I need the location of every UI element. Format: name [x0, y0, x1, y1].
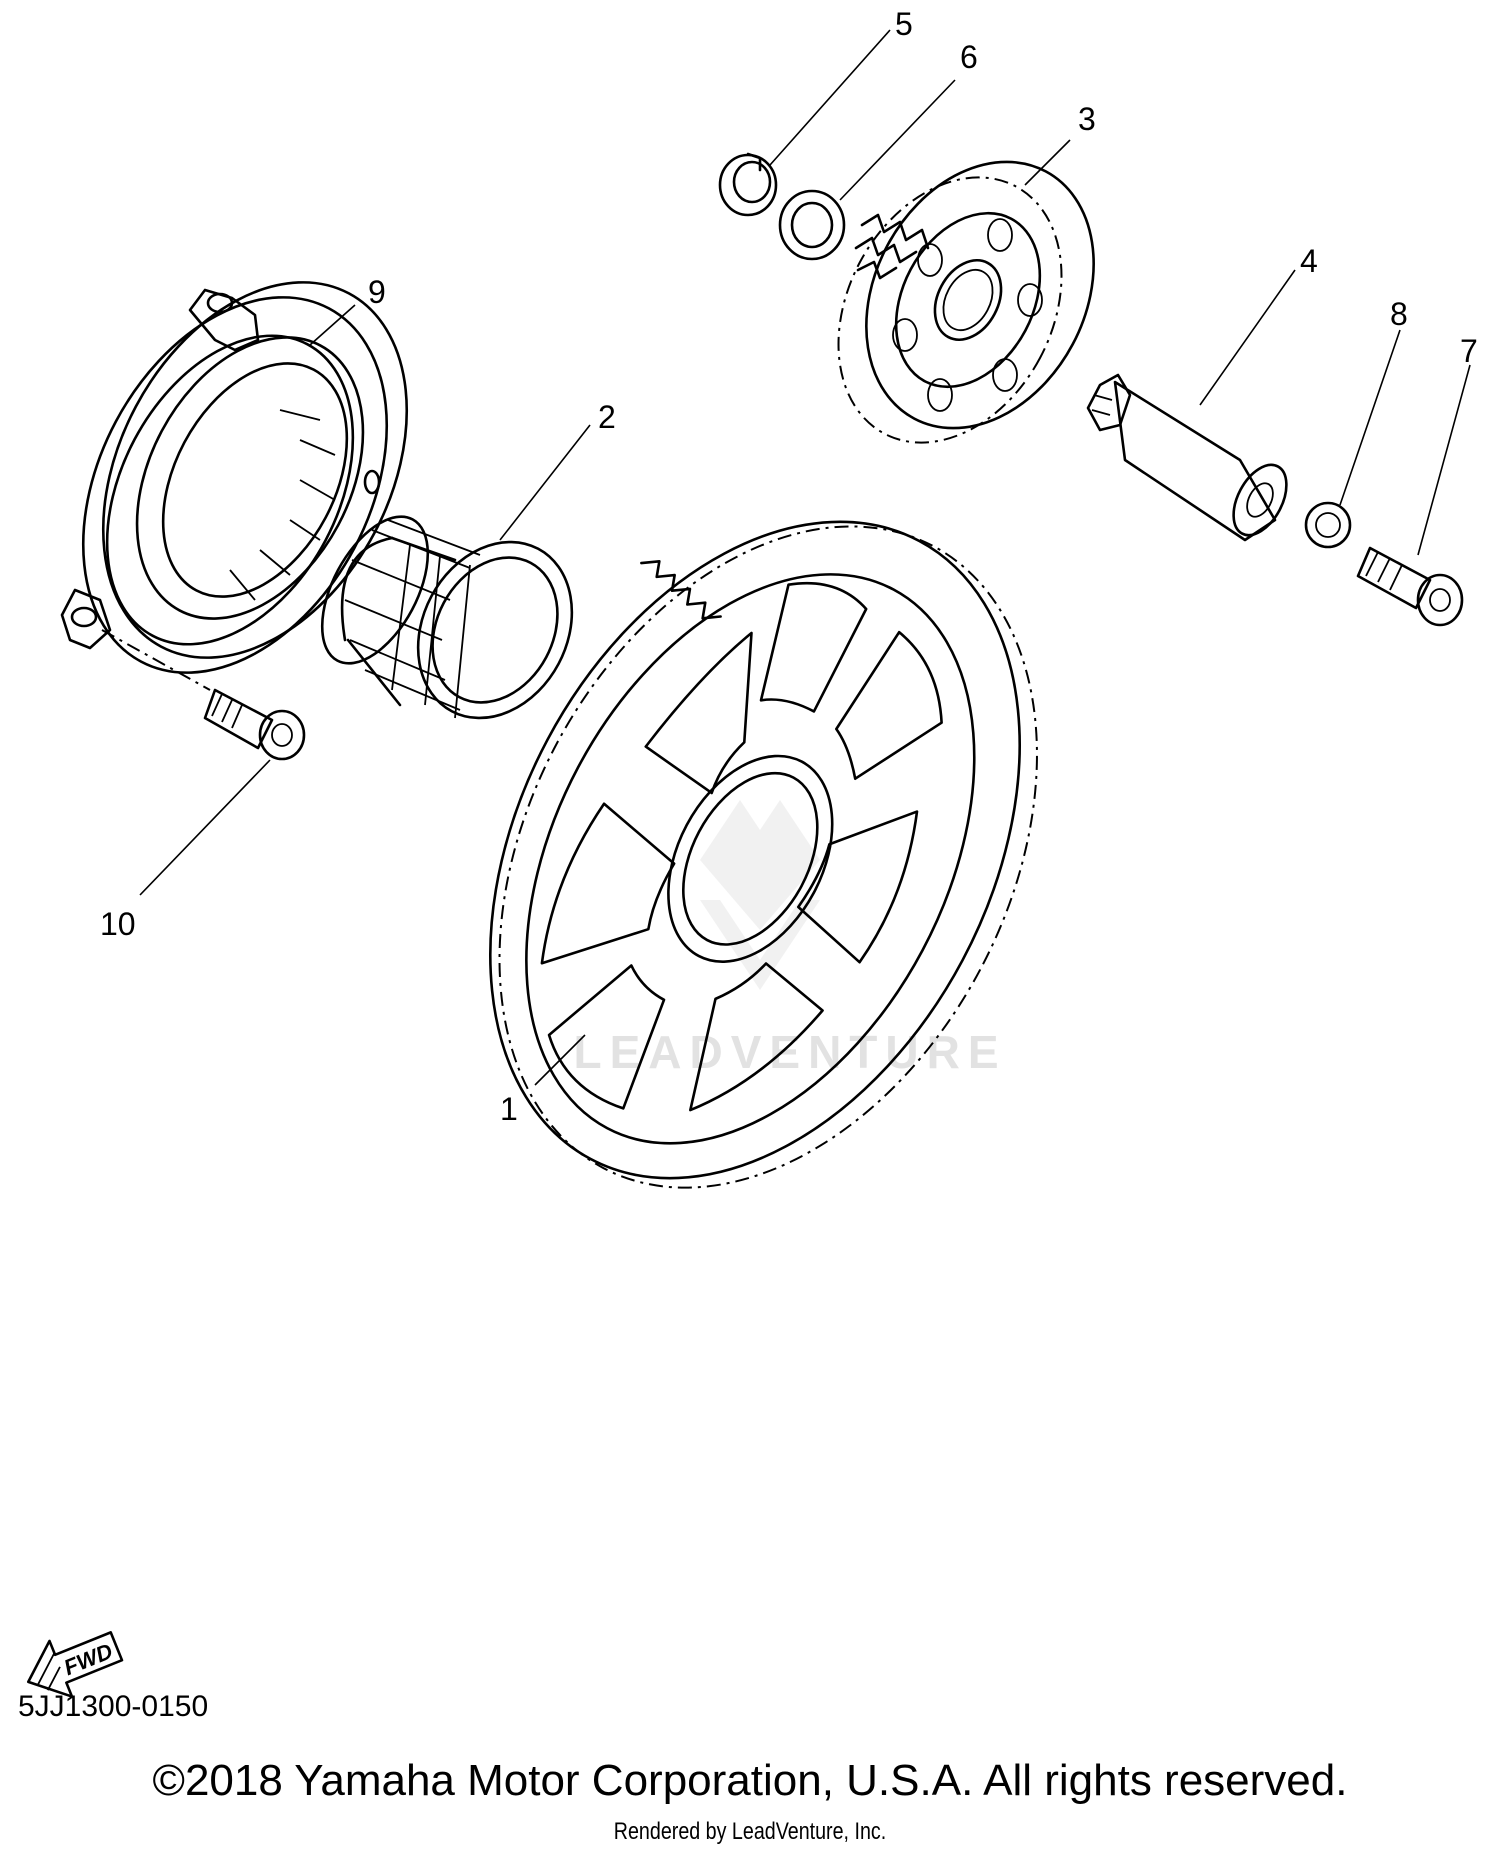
diagram-code: 5JJ1300-0150	[18, 1690, 209, 1723]
part-2-bearing-cage[interactable]	[300, 500, 601, 745]
callout-8[interactable]: 8	[1390, 296, 1408, 332]
part-6-washer[interactable]	[778, 189, 846, 261]
callout-4[interactable]: 4	[1300, 243, 1318, 279]
part-5-circlip[interactable]	[718, 152, 778, 217]
rendered-by-notice: Rendered by LeadVenture, Inc.	[613, 1818, 887, 1845]
leader-lines	[139, 29, 1471, 1086]
copyright-notice: ©2018 Yamaha Motor Corporation, U.S.A. A…	[152, 1756, 1348, 1805]
watermark-logo-icon	[700, 800, 820, 990]
part-10-bolt[interactable]	[203, 688, 306, 761]
callout-1[interactable]: 1	[500, 1091, 518, 1127]
part-1-starter-wheel-gear[interactable]	[382, 429, 1145, 1281]
callout-9[interactable]: 9	[368, 274, 386, 310]
callout-2[interactable]: 2	[598, 399, 616, 435]
part-8-washer[interactable]	[1304, 501, 1352, 549]
callout-6[interactable]: 6	[960, 39, 978, 75]
callout-3[interactable]: 3	[1078, 101, 1096, 137]
callout-7[interactable]: 7	[1460, 333, 1478, 369]
part-3-drive-gear[interactable]	[794, 122, 1138, 481]
part-9-clutch-housing[interactable]	[22, 230, 468, 725]
part-4-idler-shaft[interactable]	[1086, 373, 1297, 544]
callout-5[interactable]: 5	[895, 6, 913, 42]
callout-10[interactable]: 10	[100, 906, 136, 942]
part-7-bolt[interactable]	[1356, 546, 1464, 627]
